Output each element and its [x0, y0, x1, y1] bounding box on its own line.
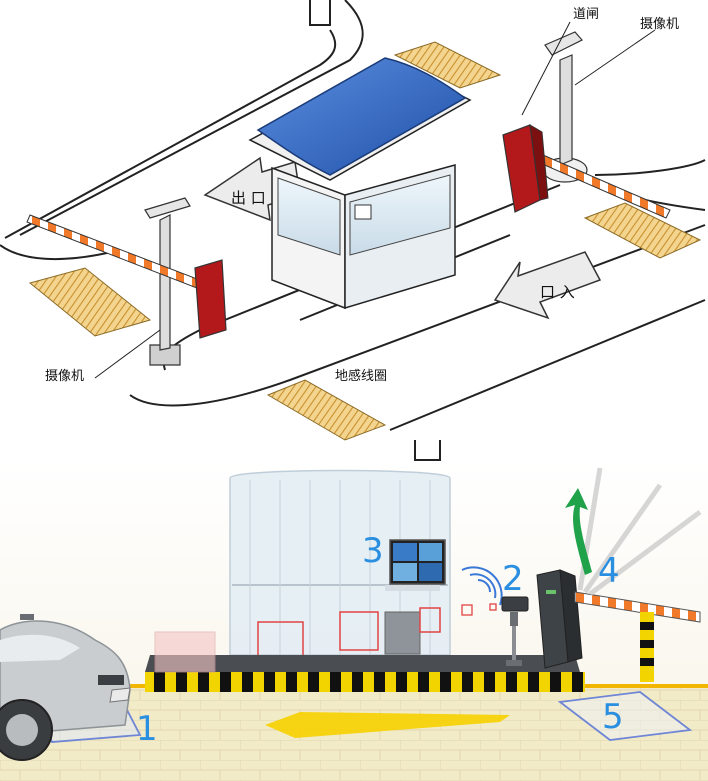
loop-detector-right [583, 202, 702, 259]
gate-label: 道闸 [573, 7, 599, 22]
top-diagram: 出 口 口 入 道闸 摄像机 [0, 0, 706, 461]
barrier-arm [574, 591, 701, 623]
left-barrier-gate: 摄像机 [26, 197, 227, 384]
wireless-signal-icon [461, 566, 503, 606]
glass-booth [229, 469, 451, 673]
left-camera-icon [144, 197, 191, 219]
exit-label: 出 口 [231, 189, 266, 207]
loop-detector-left [28, 267, 152, 337]
entry-arrow: 口 入 [493, 251, 602, 320]
car [0, 614, 131, 761]
loop-detector-top [393, 41, 502, 89]
left-gate-box [194, 259, 227, 339]
ground-arrow [265, 712, 510, 738]
bottom-diagram: 1 2 3 4 5 [0, 462, 708, 781]
guard-booth [248, 57, 472, 310]
lift-arrow-icon [565, 488, 592, 575]
label-number-2: 2 [502, 559, 524, 599]
cabinet [384, 611, 421, 655]
ground-loop-5 [557, 691, 693, 741]
loop-detector-bottom [266, 379, 387, 441]
label-number-3: 3 [362, 531, 384, 571]
camera-left-label: 摄像机 [45, 369, 84, 384]
label-number-5: 5 [602, 697, 624, 737]
right-barrier-gate: 道闸 摄像机 [502, 7, 679, 219]
right-camera-icon [544, 31, 583, 56]
chair-icon [339, 611, 379, 651]
loop-label: 地感线圈 [335, 368, 387, 384]
booth-roof [256, 57, 467, 176]
barrier-cabinet [536, 569, 583, 669]
bollard [640, 612, 654, 682]
label-number-1: 1 [136, 709, 158, 749]
curb-stripes [145, 672, 585, 692]
ip-camera-icon [501, 596, 529, 666]
entry-label: 口 入 [540, 283, 575, 301]
curb-island [145, 655, 580, 672]
right-barrier-arm [539, 154, 671, 219]
camera-right-label: 摄像机 [640, 17, 679, 32]
booth-monitor-icon [354, 204, 372, 220]
monitor-icon [389, 539, 446, 585]
label-number-4: 4 [598, 551, 620, 591]
raised-barrier-arm [577, 467, 702, 597]
